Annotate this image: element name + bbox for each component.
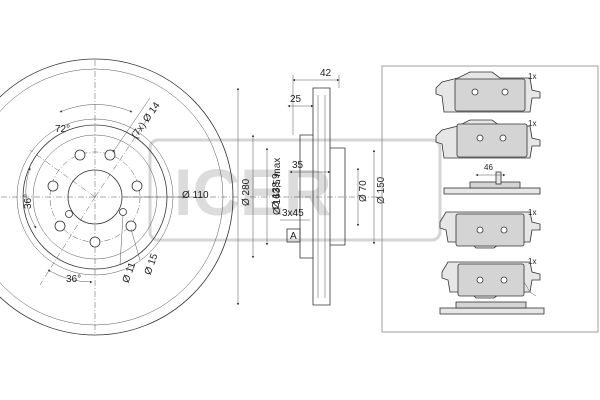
centerline-diagonal-c (29, 149, 96, 198)
pad-friction-material (457, 263, 525, 297)
bolt-hole (47, 180, 59, 192)
label-step-35: 35 (292, 160, 304, 171)
angle-arc-bottom (47, 269, 93, 284)
pads-panel-frame (381, 65, 599, 333)
centerline-diagonal-a (94, 114, 151, 198)
label-small-hole-b: Ø 15 (143, 252, 161, 277)
bolt-hole (74, 149, 86, 161)
label-hat-dia: Ø 138,9 (271, 173, 282, 209)
label-dia-150: Ø 150 (376, 176, 387, 204)
pad-2 (435, 119, 541, 159)
pad-edge-friction (455, 301, 527, 309)
label-angle-bottom: 36° (66, 274, 81, 285)
hub-profile (330, 147, 346, 246)
pad-rivet (500, 226, 508, 234)
leader-bolt-holes (112, 97, 151, 153)
label-hat-depth-25: 25 (290, 94, 302, 105)
small-hole (119, 208, 127, 216)
leader-small-hole-b (130, 228, 141, 261)
bolt-hole (131, 180, 143, 192)
label-center-bore: Ø 110 (182, 190, 209, 201)
pad-rivet (501, 88, 509, 96)
label-angle-top: 72° (55, 124, 70, 135)
pad-1 (435, 71, 541, 113)
label-outer-dia: Ø 280 (241, 178, 252, 206)
angle-arc-left (25, 167, 37, 229)
small-hole (65, 210, 73, 218)
pad-rivet (500, 276, 508, 284)
bolt-hole (89, 236, 101, 248)
pad-edge-friction (469, 181, 521, 189)
pad-4 (441, 261, 541, 299)
pad-edge-plate (443, 187, 541, 195)
pad-edge-view-bottom (439, 301, 545, 315)
label-datum: A (290, 231, 297, 242)
disc-side-view: 42 25 35 3x45 A Ø 280 Ø 163,5 max Ø 138,… (236, 68, 387, 306)
datum-box (286, 228, 301, 243)
pad-edge-plate (439, 307, 545, 315)
label-bore-70: Ø 70 (358, 180, 369, 202)
pad-rivet (499, 134, 507, 142)
bolt-hole (125, 220, 137, 232)
label-qty-2: 1x (528, 119, 536, 128)
pad-rivet (476, 276, 484, 284)
pad-friction-material (455, 213, 525, 247)
label-qty-1: 1x (528, 72, 536, 81)
pad-friction-material (456, 123, 528, 158)
angle-arc-top (59, 104, 133, 113)
brake-pads-panel: 1x 1x 46 1x (381, 65, 599, 333)
pad-edge-view: 46 (443, 163, 541, 195)
pad-friction-material (454, 78, 526, 112)
bolt-holes (47, 149, 143, 248)
label-small-hole-a: Ø 11 (121, 261, 139, 285)
bolt-hole (104, 149, 116, 161)
leader-small-hole-a (119, 214, 124, 266)
disc-front-view: 72° 36° 36° (7x) Ø 14 Ø 110 Ø 11 Ø 15 (0, 58, 238, 336)
hat-profile (299, 134, 313, 259)
disc-cross-section (312, 87, 331, 306)
pad-rivet (476, 226, 484, 234)
pad-spring-clip (523, 281, 537, 297)
label-qty-4: 1x (528, 257, 536, 266)
label-angle-left: 36° (23, 194, 34, 209)
pad-wear-sensor (495, 171, 502, 185)
pad-3 (439, 211, 541, 249)
label-qty-3: 1x (528, 208, 536, 217)
label-width-46: 46 (484, 163, 493, 172)
label-max-dia: Ø 163,5 max (272, 158, 283, 215)
bolt-hole (54, 220, 66, 232)
label-thickness-42: 42 (320, 68, 332, 79)
label-chamfer: 3x45 (282, 208, 304, 219)
pad-rivet (476, 134, 484, 142)
pad-rivet (471, 88, 479, 96)
vent-channels (317, 95, 326, 298)
